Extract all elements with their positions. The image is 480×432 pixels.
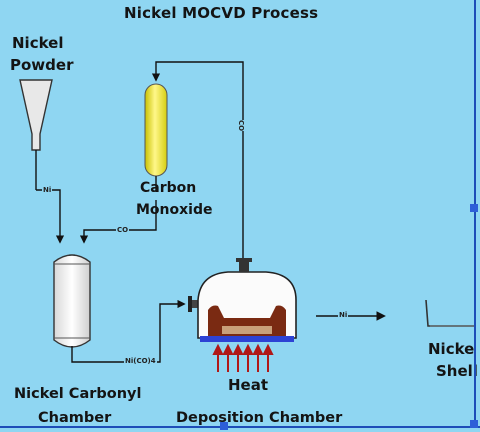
heat-arrows <box>212 343 274 372</box>
frame-handle-corner[interactable] <box>470 420 478 428</box>
co-feed-tag: CO <box>116 226 130 234</box>
frame-handle-bottom[interactable] <box>220 422 228 430</box>
ni-feed-pipe <box>36 189 65 244</box>
nickel-shell <box>425 299 474 327</box>
deposition-chamber-label: Deposition Chamber <box>176 410 343 426</box>
ni-co4-pipe <box>71 299 186 363</box>
co-return-pipe <box>151 61 244 258</box>
nickel-powder-label-line1: Nickel <box>12 34 64 52</box>
ni-co4-tag: Ni(CO)4 <box>124 357 157 365</box>
heat-label: Heat <box>228 376 269 394</box>
ni-feed-tag: Ni <box>42 186 53 194</box>
deposition-chamber <box>188 258 297 342</box>
nickel-powder-funnel <box>19 79 53 190</box>
carbonyl-chamber-label-line1: Nickel Carbonyl <box>14 386 142 402</box>
nickel-powder-label-line2: Powder <box>10 56 74 74</box>
nickel-shell-label-line1: Nicke <box>428 340 475 358</box>
carbon-monoxide-label-line2: Monoxide <box>136 202 213 218</box>
frame-right-border <box>474 0 476 428</box>
frame-bottom-border <box>0 426 480 428</box>
ni-output-tag: Ni <box>338 311 349 319</box>
nickel-carbonyl-chamber <box>53 254 91 356</box>
co-return-tag: CO <box>236 120 246 132</box>
co-tank <box>144 83 168 192</box>
diagram-title: Nickel MOCVD Process <box>124 4 319 22</box>
nickel-shell-label-line2: Shell <box>436 362 478 380</box>
carbon-monoxide-label-line1: Carbon <box>140 180 197 196</box>
carbonyl-chamber-label-line2: Chamber <box>38 410 112 426</box>
frame-handle-right[interactable] <box>470 204 478 212</box>
